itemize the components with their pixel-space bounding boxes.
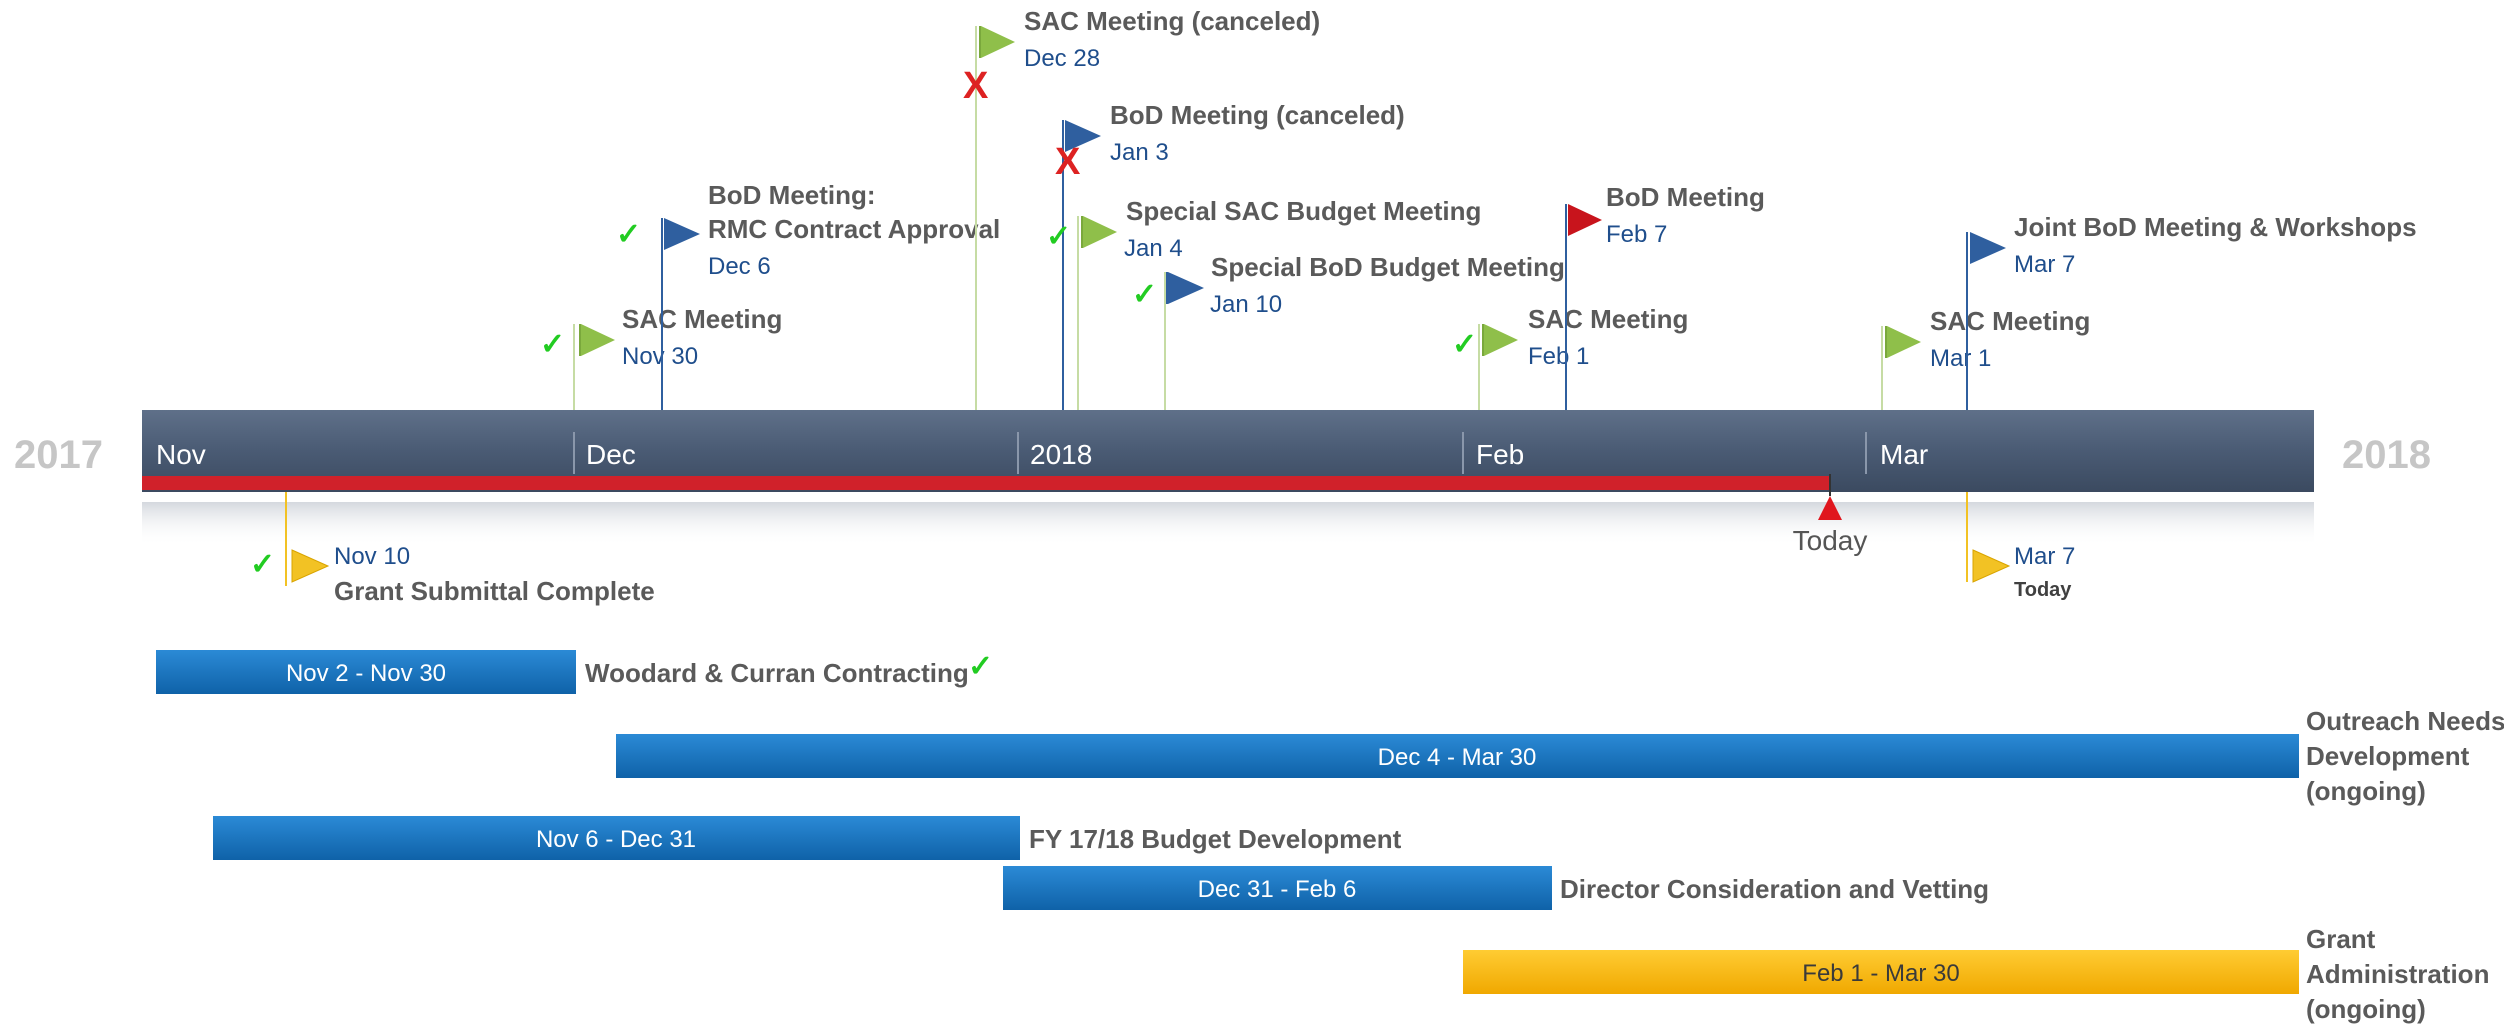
milestone-title: BoD Meeting: xyxy=(708,180,876,210)
check-icon: ✓ xyxy=(540,328,565,361)
year-end-label: 2018 xyxy=(2342,433,2431,477)
yellow-flag-icon xyxy=(1972,549,2011,583)
task-name-line2: Administration xyxy=(2306,959,2489,989)
cancel-x-icon: X xyxy=(1055,141,1081,183)
today-marker-icon xyxy=(1818,496,1842,520)
milestone-date: Jan 10 xyxy=(1210,291,1282,318)
task-name-line3: (ongoing) xyxy=(2306,776,2426,806)
milestone-date: Nov 10 xyxy=(334,543,410,570)
task-director-vetting: Dec 31 - Feb 6 Director Consideration an… xyxy=(1003,866,1989,910)
milestone-title: SAC Meeting (canceled) xyxy=(1024,6,1320,36)
milestone-sac-mar1: SAC Meeting Mar 1 xyxy=(1881,306,2090,410)
milestone-bod-jan3: X BoD Meeting (canceled) Jan 3 xyxy=(1055,100,1405,410)
check-icon: ✓ xyxy=(250,548,275,581)
timeline-shadow xyxy=(142,502,2314,546)
blue-flag-icon xyxy=(1168,272,1204,304)
blue-flag-icon xyxy=(1970,232,2006,264)
check-icon: ✓ xyxy=(1132,278,1157,311)
milestone-bod-dec6: ✓ BoD Meeting: RMC Contract Approval Dec… xyxy=(616,180,1000,410)
milestone-date: Jan 4 xyxy=(1124,235,1183,262)
task-range: Dec 4 - Mar 30 xyxy=(1378,744,1537,771)
milestone-date: Jan 3 xyxy=(1110,139,1169,166)
task-range: Nov 6 - Dec 31 xyxy=(536,826,696,853)
month-label-nov: Nov xyxy=(156,439,206,470)
check-icon: ✓ xyxy=(1452,328,1477,361)
milestone-title: Joint BoD Meeting & Workshops xyxy=(2014,212,2417,242)
milestone-date: Mar 1 xyxy=(1930,345,1991,372)
task-fy-budget: Nov 6 - Dec 31 FY 17/18 Budget Developme… xyxy=(213,816,1402,860)
task-range: Nov 2 - Nov 30 xyxy=(286,660,446,687)
milestone-date: Feb 7 xyxy=(1606,221,1667,248)
milestone-title: Today xyxy=(2014,579,2072,601)
month-label-dec: Dec xyxy=(586,439,636,470)
milestone-joint-bod-mar7: Joint BoD Meeting & Workshops Mar 7 xyxy=(1966,212,2417,410)
milestone-sac-feb1: ✓ SAC Meeting Feb 1 xyxy=(1452,304,1688,410)
milestone-date: Dec 6 xyxy=(708,253,771,280)
milestone-date: Feb 1 xyxy=(1528,343,1589,370)
task-range: Dec 31 - Feb 6 xyxy=(1198,876,1357,903)
check-icon: ✓ xyxy=(1046,220,1071,253)
milestone-special-bod-jan10: ✓ Special BoD Budget Meeting Jan 10 xyxy=(1132,252,1565,410)
milestone-title: Grant Submittal Complete xyxy=(334,576,655,606)
task-name-line2: Development xyxy=(2306,741,2470,771)
milestone-title: BoD Meeting (canceled) xyxy=(1110,100,1405,130)
blue-flag-icon xyxy=(664,218,700,250)
milestone-title: SAC Meeting xyxy=(1930,306,2090,336)
milestone-title-line2: RMC Contract Approval xyxy=(708,214,1000,244)
task-bar xyxy=(213,816,1020,860)
task-name: Outreach Needs xyxy=(2306,706,2504,736)
task-bar xyxy=(1003,866,1552,910)
milestone-date: Mar 7 xyxy=(2014,251,2075,278)
task-bar xyxy=(1463,950,2299,994)
task-name: Woodard & Curran Contracting xyxy=(585,658,969,688)
milestone-today-mar7: Mar 7 Today xyxy=(1966,492,2075,601)
milestone-bod-feb7: BoD Meeting Feb 7 xyxy=(1565,182,1765,410)
milestone-sac-dec28: X SAC Meeting (canceled) Dec 28 xyxy=(963,6,1320,410)
milestone-title: Special BoD Budget Meeting xyxy=(1211,252,1565,282)
task-name: Director Consideration and Vetting xyxy=(1560,874,1989,904)
milestone-sac-nov30: ✓ SAC Meeting Nov 30 xyxy=(540,304,782,410)
year-start-label: 2017 xyxy=(14,433,103,477)
task-bar xyxy=(156,650,576,694)
task-range: Feb 1 - Mar 30 xyxy=(1802,960,1959,987)
green-flag-icon xyxy=(581,324,615,356)
green-flag-icon xyxy=(1083,216,1117,248)
task-grant-administration: Feb 1 - Mar 30 Grant Administration (ong… xyxy=(1463,924,2489,1024)
milestone-title: Special SAC Budget Meeting xyxy=(1126,196,1481,226)
milestone-date: Nov 30 xyxy=(622,343,698,370)
task-woodard-curran: Nov 2 - Nov 30 Woodard & Curran Contract… xyxy=(156,650,993,694)
red-flag-icon xyxy=(1568,204,1602,236)
green-flag-icon xyxy=(1484,324,1518,356)
task-name-line3: (ongoing) xyxy=(2306,994,2426,1024)
task-outreach-needs: Dec 4 - Mar 30 Outreach Needs Developmen… xyxy=(616,706,2504,806)
month-label-2018: 2018 xyxy=(1030,439,1092,470)
task-name: Grant xyxy=(2306,924,2376,954)
green-flag-icon xyxy=(1887,326,1921,358)
month-label-mar: Mar xyxy=(1880,439,1928,470)
milestone-title: SAC Meeting xyxy=(622,304,782,334)
task-name: FY 17/18 Budget Development xyxy=(1029,824,1402,854)
check-icon: ✓ xyxy=(968,650,993,683)
milestone-special-sac-jan4: ✓ Special SAC Budget Meeting Jan 4 xyxy=(1046,196,1481,410)
check-icon: ✓ xyxy=(616,218,641,251)
milestone-date: Dec 28 xyxy=(1024,45,1100,72)
cancel-x-icon: X xyxy=(963,65,989,107)
green-flag-icon xyxy=(981,26,1015,58)
milestone-grant-submittal-nov10: ✓ Nov 10 Grant Submittal Complete xyxy=(250,492,655,606)
progress-bar xyxy=(142,476,1830,490)
blue-flag-icon xyxy=(1065,120,1101,152)
today-label: Today xyxy=(1793,525,1868,556)
milestone-date: Mar 7 xyxy=(2014,543,2075,570)
milestone-title: SAC Meeting xyxy=(1528,304,1688,334)
yellow-flag-icon xyxy=(291,549,330,583)
month-label-feb: Feb xyxy=(1476,439,1524,470)
task-bar xyxy=(616,734,2299,778)
milestone-title: BoD Meeting xyxy=(1606,182,1765,212)
